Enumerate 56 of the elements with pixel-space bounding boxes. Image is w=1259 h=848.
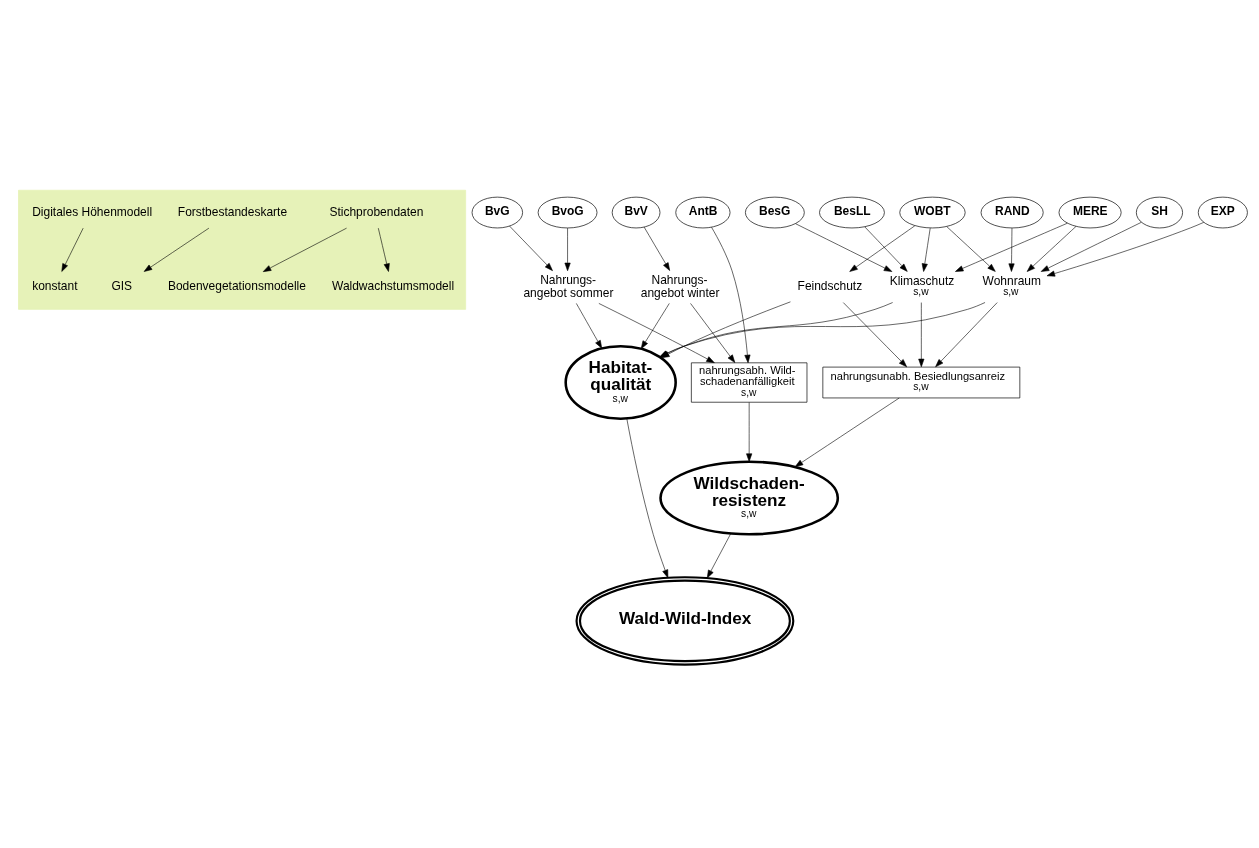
arrow [711,226,751,364]
arrow [918,302,925,368]
arrow [955,222,1068,272]
arrow [794,397,900,468]
arrow [795,223,893,272]
arrow [509,225,553,271]
node-box: nahrungsunabh. Besiedlungsanreiz s,w [822,366,1021,399]
arrow [849,225,916,272]
arrow [1008,227,1015,272]
arrow [1026,226,1077,272]
node-text: Stichprobendaten [329,204,424,219]
node-ellipse: MERE [1058,196,1122,229]
arrow [946,226,996,272]
arrow [921,227,931,272]
node-text: konstant [32,279,78,294]
node-text: Forstbestandeskarte [177,204,288,219]
arrow [643,226,670,271]
node-text: Nahrungs- angebot sommer [523,272,614,300]
arrow [1040,222,1142,272]
node-text: Wohnraum s,w [982,273,1041,298]
node-box: nahrungsabh. Wild- schadenanfälligkeit s,w [691,362,808,403]
node-ellipse: EXP [1197,196,1248,229]
node-ellipse: BvoG [537,196,598,229]
arrow [576,303,603,349]
node-text: Klimaschutz s,w [889,273,955,298]
node-text: Nahrungs- angebot winter [640,272,720,300]
arrow [378,227,390,272]
arrow [564,227,571,272]
arrow [746,402,753,462]
node-text: GIS [111,279,133,294]
node-text: Digitales Höhenmodell [32,204,153,219]
arrow [640,303,670,349]
arrow [690,303,736,363]
cluster [18,189,467,310]
arrow [262,227,347,272]
node-ellipse: BvV [611,196,661,229]
node-ellipse: BesLL [819,196,885,229]
arrow [598,303,715,363]
arrow [61,227,84,272]
arrow [864,226,908,272]
node-ellipse: AntB [675,196,731,229]
node-text: Bodenvegetationsmodelle [167,279,306,294]
arrow [1046,222,1204,277]
arrow [626,418,669,579]
node-text: Feindschutz [797,279,863,294]
node-ellipse: BvG [471,196,523,229]
node-ellipse: BesG [745,196,805,229]
arrow [143,227,210,272]
arrow [935,302,998,368]
arrow [706,533,732,579]
node-ellipse: WOBT [899,196,966,229]
node-text: Waldwachstumsmodell [332,279,455,294]
node-ellipse: Habitat- qualität s,w [564,344,677,421]
node-ellipse: RAND [980,196,1044,229]
arrow [843,302,907,368]
node-ellipse: SH [1136,196,1183,229]
